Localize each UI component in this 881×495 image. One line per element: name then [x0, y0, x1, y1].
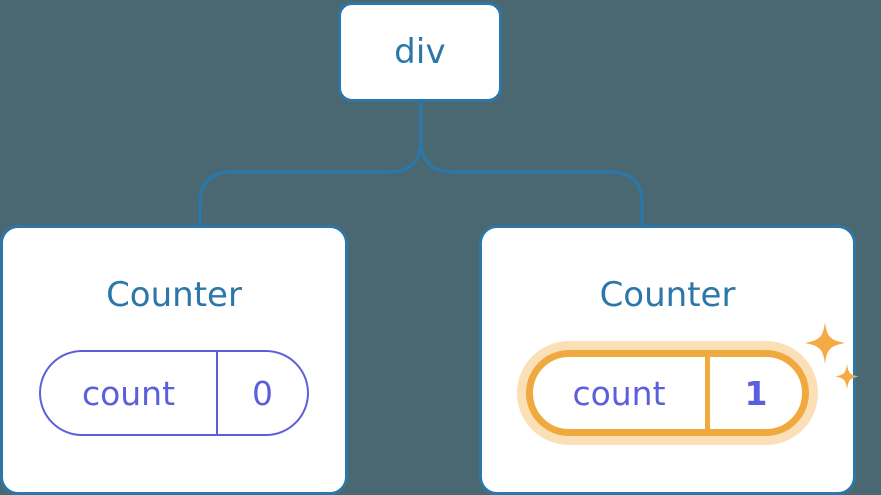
node-div[interactable]: div: [338, 2, 502, 102]
state-pill-divider-left: [216, 352, 218, 434]
node-counter-left[interactable]: Counter count 0: [0, 225, 348, 495]
sparkle-large-icon: [805, 322, 845, 364]
node-counter-left-title: Counter: [106, 275, 242, 315]
state-value-right: 1: [744, 373, 768, 413]
state-pill-wrapper-right: count 1: [526, 322, 859, 436]
node-counter-right[interactable]: Counter count 1: [479, 225, 859, 495]
state-pill-divider-right: [705, 357, 710, 429]
state-pill-wrapper-left: count 0: [39, 350, 309, 436]
state-pill-right[interactable]: count 1: [526, 350, 809, 436]
state-value-left: 0: [252, 373, 273, 413]
sparkle-group: [805, 322, 859, 389]
state-key-left: count: [81, 373, 176, 413]
connector-to-right-counter: [419, 100, 644, 228]
sparkle-small-icon: [835, 364, 859, 389]
node-div-label: div: [394, 32, 446, 72]
state-pill-left[interactable]: count 0: [39, 350, 309, 436]
connector-to-left-counter: [198, 100, 423, 228]
state-key-right: count: [572, 373, 666, 413]
node-counter-right-title: Counter: [599, 275, 736, 315]
